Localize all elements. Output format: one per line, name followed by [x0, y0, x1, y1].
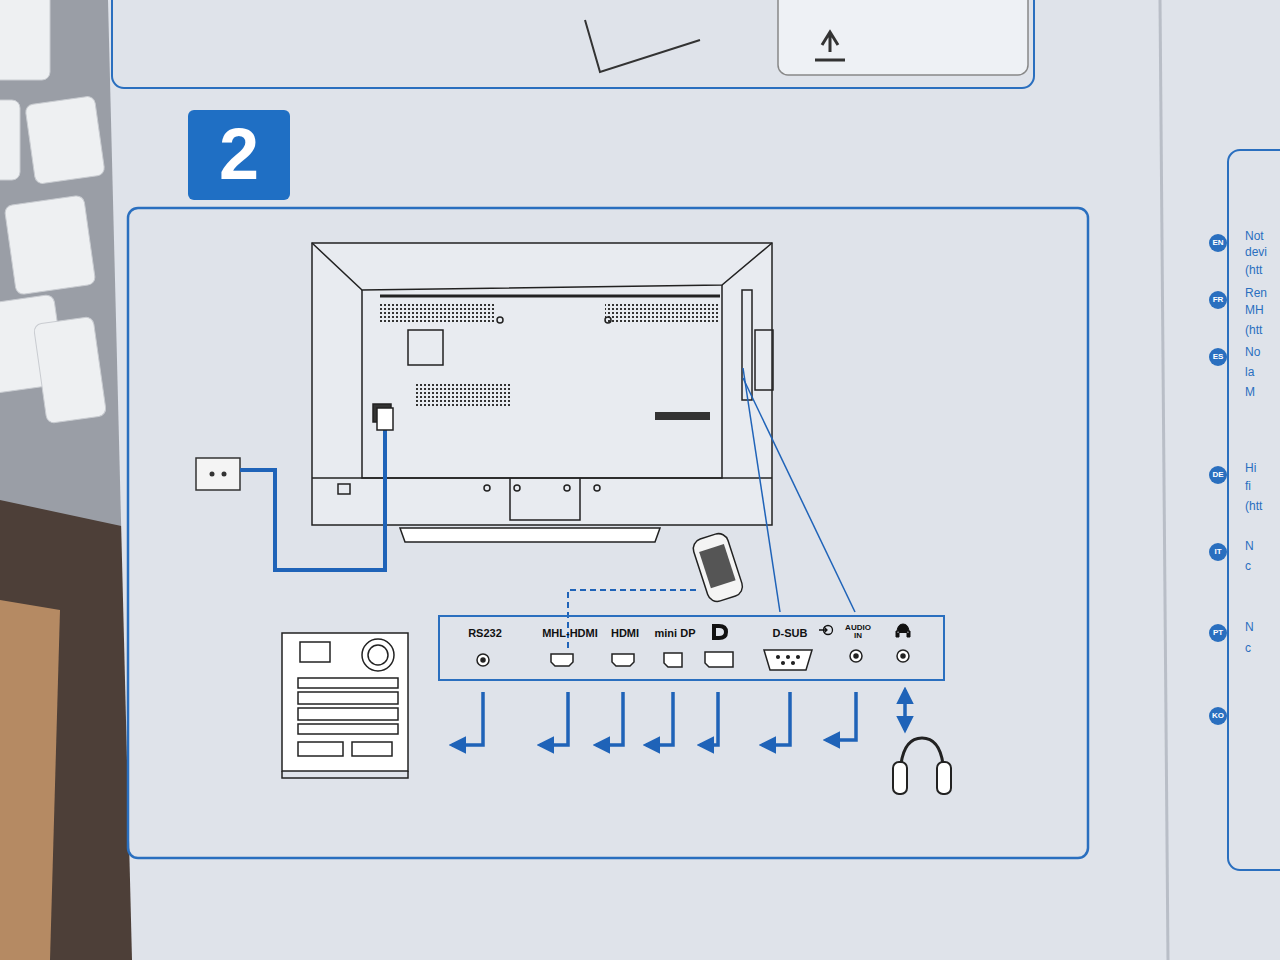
step-frame [128, 208, 1088, 858]
detail-line [815, 59, 845, 62]
note-text: Hi [1245, 461, 1256, 475]
note-text: Not [1245, 229, 1264, 243]
power-plug [377, 408, 393, 430]
power-cable [240, 425, 385, 570]
note-text: (htt [1245, 499, 1262, 513]
language-code: ES [1209, 348, 1227, 366]
language-code: PT [1209, 624, 1227, 642]
headphones [893, 738, 951, 794]
port-label: mini DP [655, 628, 696, 640]
note-text: la [1245, 365, 1254, 379]
note-text: N [1245, 620, 1254, 634]
mhl-dashed-line [568, 590, 700, 648]
language-code: IT [1209, 543, 1227, 561]
desk-mat [0, 500, 140, 960]
port-label: MHL-HDMI [542, 628, 598, 640]
leader-line [743, 378, 855, 612]
note-text: c [1245, 559, 1251, 573]
computer-tower [282, 633, 408, 778]
phone-icon [691, 531, 745, 604]
signal-arrows [452, 692, 856, 745]
port-icons [477, 650, 909, 670]
detail-box [778, 0, 1028, 75]
stand-sketch [585, 20, 700, 72]
port-label: HDMI [611, 628, 639, 640]
note-text: devi [1245, 245, 1267, 259]
note-text: fi [1245, 479, 1251, 493]
paper [108, 0, 1280, 960]
monitor-back [312, 243, 773, 542]
notes-frame [1228, 150, 1280, 870]
step-frame [112, 0, 1034, 88]
port-label: D-SUB [773, 628, 808, 640]
note-text: M [1245, 385, 1255, 399]
port-label: AUDIO IN [842, 624, 874, 641]
keyboard-keys [0, 0, 107, 424]
displayport-logo [712, 624, 728, 640]
step-badge: 2 [188, 110, 290, 200]
note-text: (htt [1245, 323, 1262, 337]
wall-socket [196, 458, 240, 490]
language-code: FR [1209, 291, 1227, 309]
note-text: N [1245, 539, 1254, 553]
step-number: 2 [219, 117, 259, 193]
note-text: No [1245, 345, 1260, 359]
leader-line [743, 368, 780, 612]
note-text: Ren [1245, 286, 1267, 300]
language-code: EN [1209, 234, 1227, 252]
note-text: MH [1245, 303, 1264, 317]
language-code: DE [1209, 466, 1227, 484]
note-text: c [1245, 641, 1251, 655]
port-label: RS232 [468, 628, 502, 640]
up-arrow [822, 32, 838, 52]
paper-fold [1160, 0, 1168, 960]
desk-wood [0, 600, 60, 960]
note-text: (htt [1245, 263, 1262, 277]
connector-panel: RS232 MHL-HDMI HDMI mini DP D-SUB AUDIO IN [438, 615, 945, 681]
headphone-symbol [896, 624, 910, 637]
headphone-arrow [903, 690, 907, 730]
language-code: KO [1209, 707, 1227, 725]
input-symbol [819, 626, 833, 635]
